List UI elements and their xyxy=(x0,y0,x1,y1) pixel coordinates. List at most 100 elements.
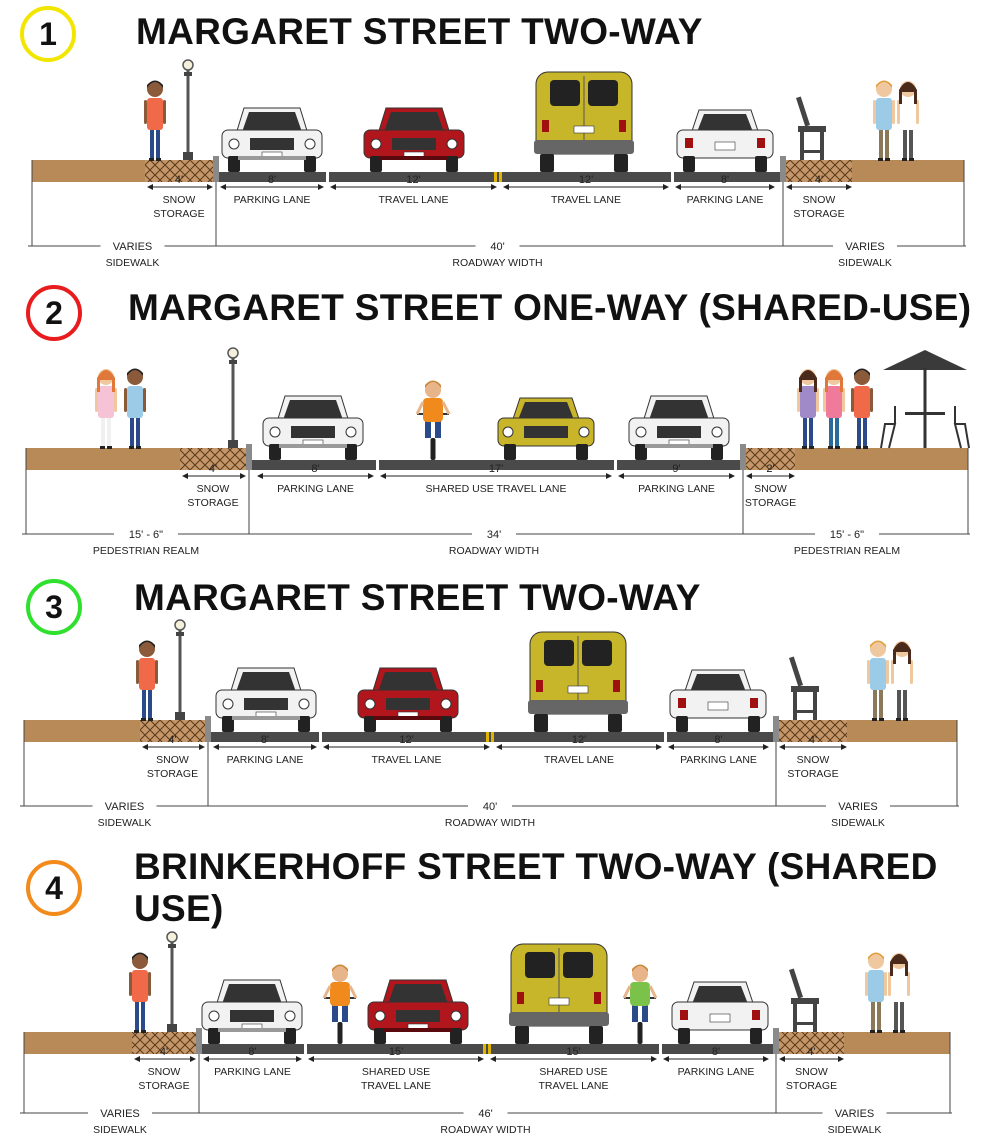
section-number-badge: 3 xyxy=(26,579,82,635)
realm-label: SIDEWALK xyxy=(93,1124,147,1136)
lane-width: 9' xyxy=(672,463,680,475)
dimension-arrow xyxy=(380,473,612,479)
realm-width: VARIES xyxy=(105,801,145,813)
dimension-arrow xyxy=(779,744,847,750)
snow-storage-label: STORAGE xyxy=(793,208,844,220)
lane-label: TRAVEL LANE xyxy=(361,1080,431,1092)
lane-width: 8' xyxy=(261,734,269,746)
snow-storage-label: STORAGE xyxy=(787,768,838,780)
car-icon xyxy=(676,109,774,172)
centerline-marking xyxy=(486,732,489,742)
realm-width: VARIES xyxy=(835,1108,875,1120)
snow-storage-left xyxy=(180,448,246,470)
dimension-arrow xyxy=(308,1056,484,1062)
section-number-badge: 2 xyxy=(26,285,82,341)
lane-label: PARKING LANE xyxy=(678,1066,755,1078)
lane-label: PARKING LANE xyxy=(214,1066,291,1078)
sidewalk-right xyxy=(847,720,957,742)
roadway-surface xyxy=(252,460,740,470)
snow-storage-right xyxy=(746,448,795,470)
dimension-arrow xyxy=(786,184,852,190)
sidewalk-right xyxy=(795,448,968,470)
bicycle-icon xyxy=(415,380,451,460)
section-title-line-1: BRINKERHOFF STREET TWO-WAY (SHARED xyxy=(134,846,938,887)
dimension-arrow xyxy=(213,744,317,750)
realm-width: 15' - 6" xyxy=(129,529,163,541)
centerline-marking xyxy=(488,1044,491,1054)
curb-right xyxy=(773,1028,779,1054)
snow-storage-left xyxy=(132,1032,196,1054)
sidewalk-right xyxy=(852,160,964,182)
snow-storage-label: STORAGE xyxy=(138,1080,189,1092)
lane-marking xyxy=(614,460,617,470)
person-icon xyxy=(867,640,889,721)
person-icon xyxy=(865,952,887,1033)
snow-storage-width: 4' xyxy=(168,734,176,746)
lane-marking xyxy=(671,172,674,182)
roadway-width: 40' xyxy=(483,801,497,813)
snow-storage-label: SNOW xyxy=(803,194,836,206)
realm-label: SIDEWALK xyxy=(828,1124,882,1136)
lane-width: 17' xyxy=(489,463,503,475)
person-icon xyxy=(891,641,913,721)
snow-storage-label: STORAGE xyxy=(147,768,198,780)
lane-label: SHARED USE xyxy=(539,1066,607,1078)
snow-storage-right xyxy=(786,160,852,182)
car-icon xyxy=(215,667,317,732)
person-icon xyxy=(144,80,166,161)
bench-icon xyxy=(795,96,826,160)
dimension-arrow xyxy=(618,473,735,479)
van-icon xyxy=(528,631,628,732)
lane-label: PARKING LANE xyxy=(234,194,311,206)
person-icon xyxy=(129,952,151,1033)
sidewalk-left xyxy=(32,160,145,182)
car-icon xyxy=(367,979,469,1044)
curb-right xyxy=(740,444,746,470)
curb-right xyxy=(773,716,779,742)
roadway-width: 34' xyxy=(487,529,501,541)
section-number-badge: 4 xyxy=(26,860,82,916)
realm-label: PEDESTRIAN REALM xyxy=(93,545,199,557)
person-icon xyxy=(888,953,910,1033)
lane-marking xyxy=(319,732,322,742)
snow-storage-label: SNOW xyxy=(197,483,230,495)
lane-marking xyxy=(376,460,379,470)
bench-icon xyxy=(788,968,819,1032)
lane-width: 12' xyxy=(579,174,593,186)
lane-label: PARKING LANE xyxy=(227,754,304,766)
person-icon xyxy=(823,369,845,449)
realm-width: 15' - 6" xyxy=(830,529,864,541)
lane-label: PARKING LANE xyxy=(638,483,715,495)
snow-storage-width: 2' xyxy=(766,463,774,475)
lane-label: TRAVEL LANE xyxy=(551,194,621,206)
street-lamp-icon xyxy=(182,59,194,160)
snow-storage-label: STORAGE xyxy=(187,497,238,509)
section-title: MARGARET STREET TWO-WAY xyxy=(136,11,703,52)
realm-width: VARIES xyxy=(838,801,878,813)
lane-marking xyxy=(304,1044,307,1054)
lane-label: PARKING LANE xyxy=(680,754,757,766)
bench-icon xyxy=(789,656,819,720)
lane-width: 12' xyxy=(572,734,586,746)
centerline-marking xyxy=(491,732,494,742)
roadway-label: ROADWAY WIDTH xyxy=(445,817,535,829)
lane-width: 8' xyxy=(311,463,319,475)
snow-storage-label: SNOW xyxy=(148,1066,181,1078)
street-lamp-icon xyxy=(166,931,178,1032)
lane-width: 8' xyxy=(721,174,729,186)
dimension-arrow xyxy=(134,1056,196,1062)
snow-storage-width: 4' xyxy=(815,174,823,186)
street-lamp-icon xyxy=(227,347,239,448)
person-icon xyxy=(95,369,117,449)
person-icon xyxy=(851,368,873,449)
person-icon xyxy=(897,81,919,161)
realm-width: VARIES xyxy=(100,1108,140,1120)
roadway-surface xyxy=(202,1044,773,1054)
bicycle-icon xyxy=(622,964,658,1044)
lane-label: TRAVEL LANE xyxy=(371,754,441,766)
snow-storage-label: STORAGE xyxy=(153,208,204,220)
snow-storage-right xyxy=(779,720,847,742)
